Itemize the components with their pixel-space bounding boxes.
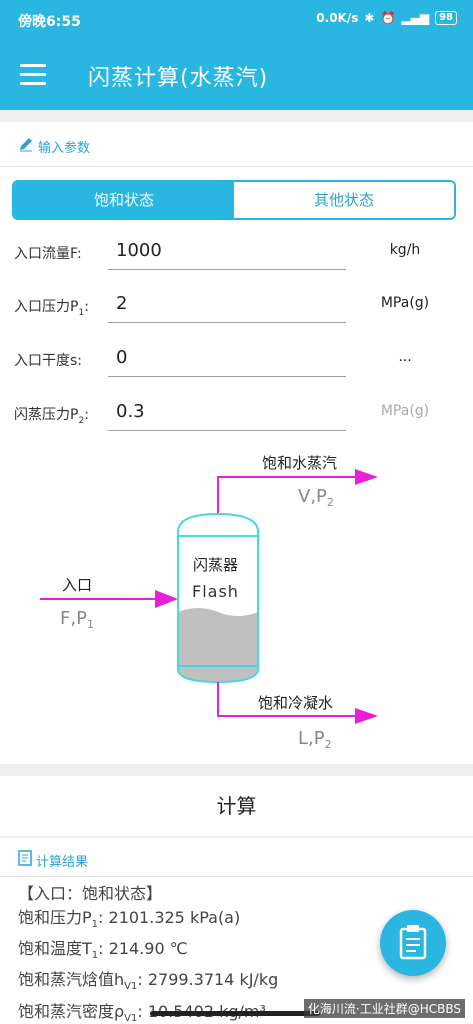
- result-title-line: 【入口：饱和状态】: [18, 884, 163, 903]
- field-row-dryness: 入口干度s: ...: [0, 339, 473, 379]
- divider: [0, 876, 473, 877]
- vessel-outline: [177, 512, 259, 684]
- result-card: 计算结果 【入口：饱和状态】 饱和压力P1: 2101.325 kPa(a) 饱…: [0, 838, 473, 1024]
- field-row-inlet-pressure: 入口压力P1: MPa(g): [0, 285, 473, 325]
- pencil-icon: [18, 136, 34, 156]
- inlet-pressure-input[interactable]: [108, 285, 346, 323]
- dryness-input[interactable]: [108, 339, 346, 377]
- result-text: 【入口：饱和状态】 饱和压力P1: 2101.325 kPa(a) 饱和温度T1…: [18, 882, 278, 1024]
- battery-icon: 98: [435, 11, 457, 25]
- flash-pressure-label: 闪蒸压力P2:: [14, 407, 89, 426]
- result-line: 饱和蒸汽焓值hV1: 2799.3714 kJ/kg: [18, 970, 279, 993]
- dryness-unit[interactable]: ...: [398, 349, 412, 365]
- calculate-button[interactable]: 计算: [216, 794, 257, 818]
- input-card: 输入参数 饱和状态 其他状态 入口流量F: kg/h 入口压力P1: MPa(g…: [0, 122, 473, 764]
- result-section-header: 计算结果: [18, 850, 88, 870]
- clipboard-fab-button[interactable]: [380, 910, 446, 976]
- liquid-stream-line: [217, 682, 360, 717]
- flash-pressure-input[interactable]: [108, 393, 346, 431]
- inlet-arrow: [155, 590, 178, 608]
- inlet-pressure-label: 入口压力P1:: [14, 299, 89, 318]
- inlet-params: F,P1: [60, 608, 94, 631]
- vapor-label: 饱和水蒸汽: [262, 454, 337, 472]
- vapor-arrow: [355, 469, 378, 485]
- result-line: 饱和压力P1: 2101.325 kPa(a): [18, 908, 241, 931]
- status-bar: 傍晚6:55 0.0K/s ✱ ⏰ ▂▄▆ 98: [0, 0, 473, 40]
- flash-pressure-unit[interactable]: MPa(g): [380, 403, 430, 419]
- inlet-label: 入口: [62, 576, 92, 594]
- liquid-arrow: [355, 708, 378, 724]
- menu-icon[interactable]: [20, 64, 46, 86]
- page-title: 闪蒸计算(水蒸汽): [88, 66, 269, 91]
- vessel-name-cn: 闪蒸器: [193, 556, 238, 574]
- state-segmented-control: 饱和状态 其他状态: [12, 180, 456, 220]
- flash-diagram: 饱和水蒸汽 V,P2 入口 F,P1 闪蒸器 Flash 饱和冷凝水 L,P2: [40, 454, 378, 751]
- result-section-title: 计算结果: [36, 854, 89, 870]
- document-icon: [18, 850, 32, 870]
- calc-card: 计算: [0, 776, 473, 836]
- divider: [0, 166, 473, 167]
- vessel-name-en: Flash: [192, 582, 239, 601]
- dryness-label: 入口干度s:: [14, 353, 83, 369]
- tab-saturated-state[interactable]: 饱和状态: [14, 182, 234, 218]
- clipboard-icon: [399, 925, 427, 960]
- flow-label: 入口流量F:: [14, 246, 82, 262]
- field-row-flash-pressure: 闪蒸压力P2: MPa(g): [0, 393, 473, 433]
- result-line: 饱和温度T1: 214.90 ℃: [18, 939, 188, 962]
- flow-unit: kg/h: [389, 242, 421, 258]
- signal-icon: ▂▄▆: [401, 11, 430, 25]
- liquid-params: L,P2: [298, 728, 332, 751]
- input-section-title: 输入参数: [38, 140, 91, 156]
- status-time: 傍晚6:55: [18, 14, 81, 30]
- field-row-flow: 入口流量F: kg/h: [0, 232, 473, 272]
- status-icons: 0.0K/s ✱ ⏰ ▂▄▆ 98: [316, 11, 457, 25]
- flow-input[interactable]: [108, 232, 346, 270]
- watermark: 化海川流·工业社群@HCBBS: [303, 999, 465, 1018]
- tab-other-state[interactable]: 其他状态: [234, 182, 454, 218]
- gesture-nav-bar[interactable]: [150, 1011, 320, 1016]
- vessel-liquid: [178, 608, 258, 682]
- bluetooth-icon: ✱: [364, 11, 375, 25]
- liquid-label: 饱和冷凝水: [258, 694, 333, 712]
- vapor-stream-line: [217, 476, 360, 514]
- vapor-params: V,P2: [298, 486, 334, 509]
- alarm-icon: ⏰: [380, 11, 396, 25]
- input-section-header: 输入参数: [18, 136, 90, 156]
- inlet-pressure-unit[interactable]: MPa(g): [380, 295, 430, 311]
- app-bar: 闪蒸计算(水蒸汽): [0, 40, 473, 110]
- network-speed: 0.0K/s: [316, 11, 359, 25]
